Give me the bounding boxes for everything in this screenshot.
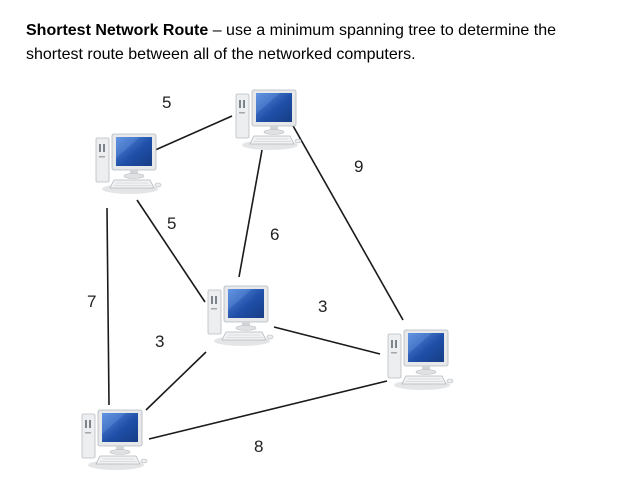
edge-E-D bbox=[148, 380, 388, 440]
computer-node-e-icon bbox=[81, 409, 148, 471]
edge-C-E bbox=[145, 351, 207, 411]
computer-node-a-icon bbox=[95, 133, 162, 195]
edge-B-C bbox=[238, 149, 263, 278]
computer-node-d-icon bbox=[387, 329, 454, 391]
intro-separator: – bbox=[208, 22, 227, 39]
intro-description: use a minimum spanning tree to determine… bbox=[26, 22, 556, 63]
weight-label-B-D: 9 bbox=[354, 157, 363, 176]
edge-C-D bbox=[273, 326, 381, 355]
edge-A-C bbox=[136, 199, 206, 303]
edge-A-E bbox=[106, 207, 110, 406]
weight-label-E-D: 8 bbox=[254, 437, 263, 456]
weight-label-A-B: 5 bbox=[162, 93, 171, 112]
weight-label-B-C: 6 bbox=[270, 225, 279, 244]
weight-label-C-D: 3 bbox=[318, 297, 327, 316]
weight-label-A-C: 5 bbox=[167, 214, 176, 233]
weight-label-C-E: 3 bbox=[155, 332, 164, 351]
edge-A-B bbox=[152, 115, 233, 152]
edge-B-D bbox=[291, 123, 404, 321]
intro-text: Shortest Network Route – use a minimum s… bbox=[26, 19, 606, 67]
intro-title: Shortest Network Route bbox=[26, 22, 209, 39]
weight-label-A-E: 7 bbox=[87, 292, 96, 311]
computer-node-b-icon bbox=[235, 89, 302, 151]
computer-node-c-icon bbox=[207, 285, 274, 347]
